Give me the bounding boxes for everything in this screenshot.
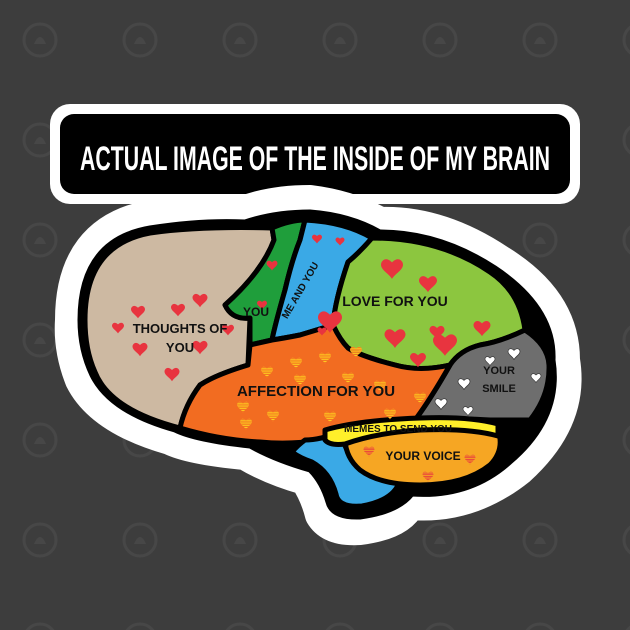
memes-label: MEMES TO SEND YOU <box>344 424 452 435</box>
smile-label-line2: SMILE <box>482 383 516 395</box>
title-banner: ACTUAL IMAGE OF THE INSIDE OF MY BRAIN <box>50 104 580 204</box>
title-banner-fill <box>60 114 570 194</box>
affection-label: AFFECTION FOR YOU <box>237 383 395 400</box>
smile-label-line1: YOUR <box>483 365 515 377</box>
thoughts-label-line1: THOUGHTS OF <box>133 321 228 336</box>
you-label: YOU <box>243 305 269 319</box>
love-label: LOVE FOR YOU <box>342 293 448 309</box>
brain <box>77 209 557 520</box>
region-memes <box>322 415 501 447</box>
page-title: ACTUAL IMAGE OF THE INSIDE OF MY BRAIN <box>80 140 550 178</box>
voice-label: YOUR VOICE <box>385 449 460 463</box>
thoughts-label-line2: YOU <box>166 340 194 355</box>
